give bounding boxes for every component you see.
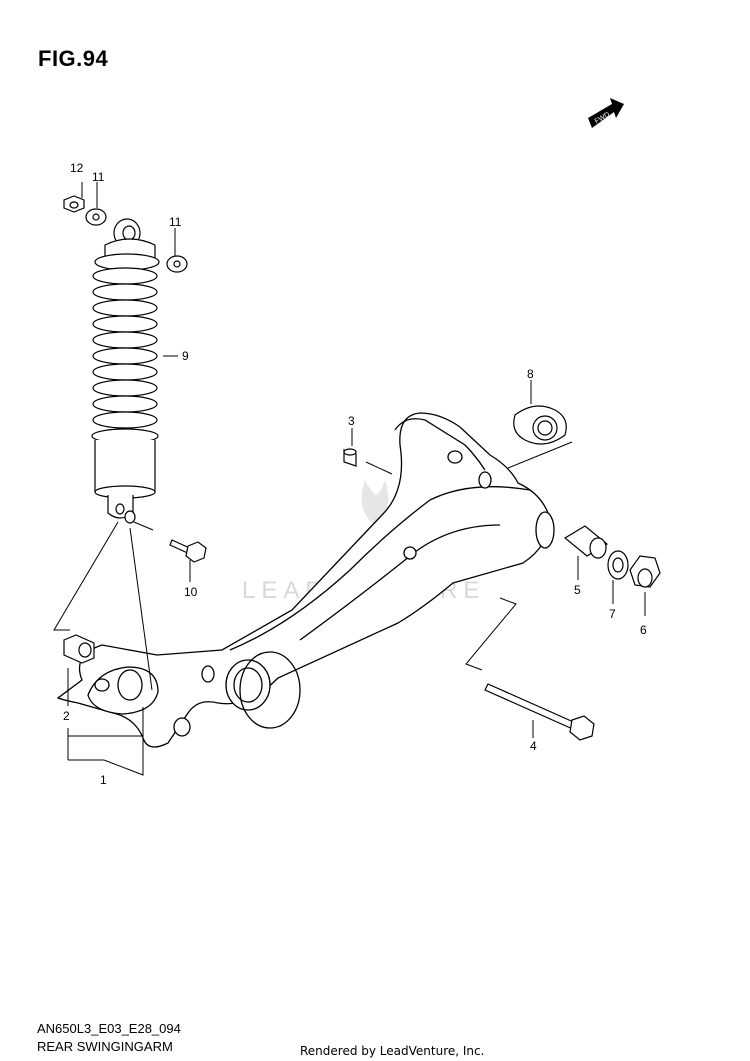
callout-5: 5 [574, 583, 581, 597]
part-code: AN650L3_E03_E28_094 [37, 1021, 181, 1036]
section-title: REAR SWINGINGARM [37, 1039, 173, 1054]
bolt-10 [169, 539, 207, 563]
callout-11-left: 11 [92, 170, 105, 184]
pin-3 [343, 448, 357, 467]
bushing-2 [63, 634, 95, 664]
rear-shock-absorber [91, 218, 160, 524]
lock-nut-6 [629, 555, 661, 588]
leader-lines [53, 182, 646, 776]
callout-6: 6 [640, 623, 647, 637]
fwd-arrow-icon: FWD [588, 98, 624, 128]
rendered-by-credit: Rendered by LeadVenture, Inc. [300, 1044, 485, 1058]
pivot-adjuster-5 [563, 525, 609, 559]
washer-7 [607, 550, 629, 580]
callout-7: 7 [609, 607, 616, 621]
washer-11-right [166, 255, 188, 273]
bearing-8 [513, 405, 567, 445]
callout-8: 8 [527, 367, 534, 381]
callout-11-right: 11 [169, 215, 182, 229]
bolt-4 [484, 683, 595, 741]
nut-12 [63, 195, 85, 213]
washer-11-left [85, 208, 107, 226]
callout-3: 3 [348, 414, 355, 428]
callout-9: 9 [182, 349, 189, 363]
callout-2: 2 [63, 709, 70, 723]
rear-swingarm [56, 412, 555, 748]
callout-1: 1 [100, 773, 107, 787]
callout-4: 4 [530, 739, 537, 753]
figure-title: FIG.94 [38, 46, 109, 71]
callout-12: 12 [70, 161, 84, 175]
callout-10: 10 [184, 585, 198, 599]
